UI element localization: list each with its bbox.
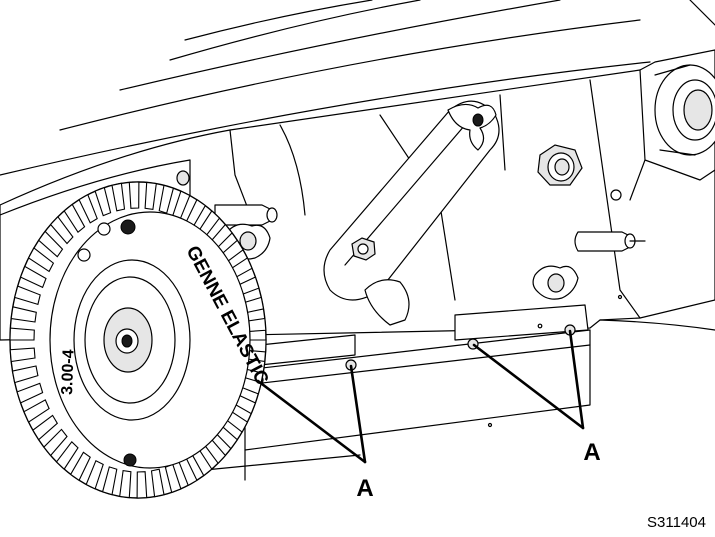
tread-block [85,459,104,490]
tire-size-label: 3.00-4 [59,349,78,395]
tread-block [32,414,59,441]
callout-leaders [256,329,585,464]
pin-right-icon [574,231,646,252]
tread-block [43,428,68,457]
tread-block [144,181,157,211]
wing-knob-right-icon [532,265,579,300]
tread-block [27,247,55,273]
tread-block [9,347,36,363]
tread-block [19,265,47,289]
tread-block [128,181,140,209]
tread-block [49,215,74,245]
wheel: GENNE ELASTIC 3.00-4 [9,181,273,499]
pin-left-icon [214,204,278,226]
hex-nut-icon [537,144,583,186]
tread-block [11,365,39,384]
callout-a-left: A [356,475,373,502]
tread-block [55,440,79,470]
bolt-icon [176,170,190,186]
tread-block [14,285,41,306]
tread-block [136,471,148,499]
lever-arm [323,100,500,326]
tread-block [69,451,91,482]
tread-block [150,468,165,498]
tread-block [119,469,132,499]
tread-block [37,230,64,258]
logo-mark-icon [120,219,136,235]
tread-block [16,382,44,404]
tread-block [101,466,118,496]
recycle-icon [97,222,111,236]
tread-block [10,306,37,323]
tire-tread [9,181,267,499]
rivet-icon [610,189,622,201]
tread-block [111,182,126,212]
wing-knob-top-icon [447,103,497,151]
tread-block [23,399,50,423]
tread-block [78,193,98,224]
callout-a-right: A [583,439,600,466]
tread-block [94,186,112,217]
tread-block [158,184,175,214]
tread-block [9,327,35,341]
figure-id: S311404 [647,514,706,531]
tread-block [63,203,86,234]
bearing-housing [654,64,715,156]
